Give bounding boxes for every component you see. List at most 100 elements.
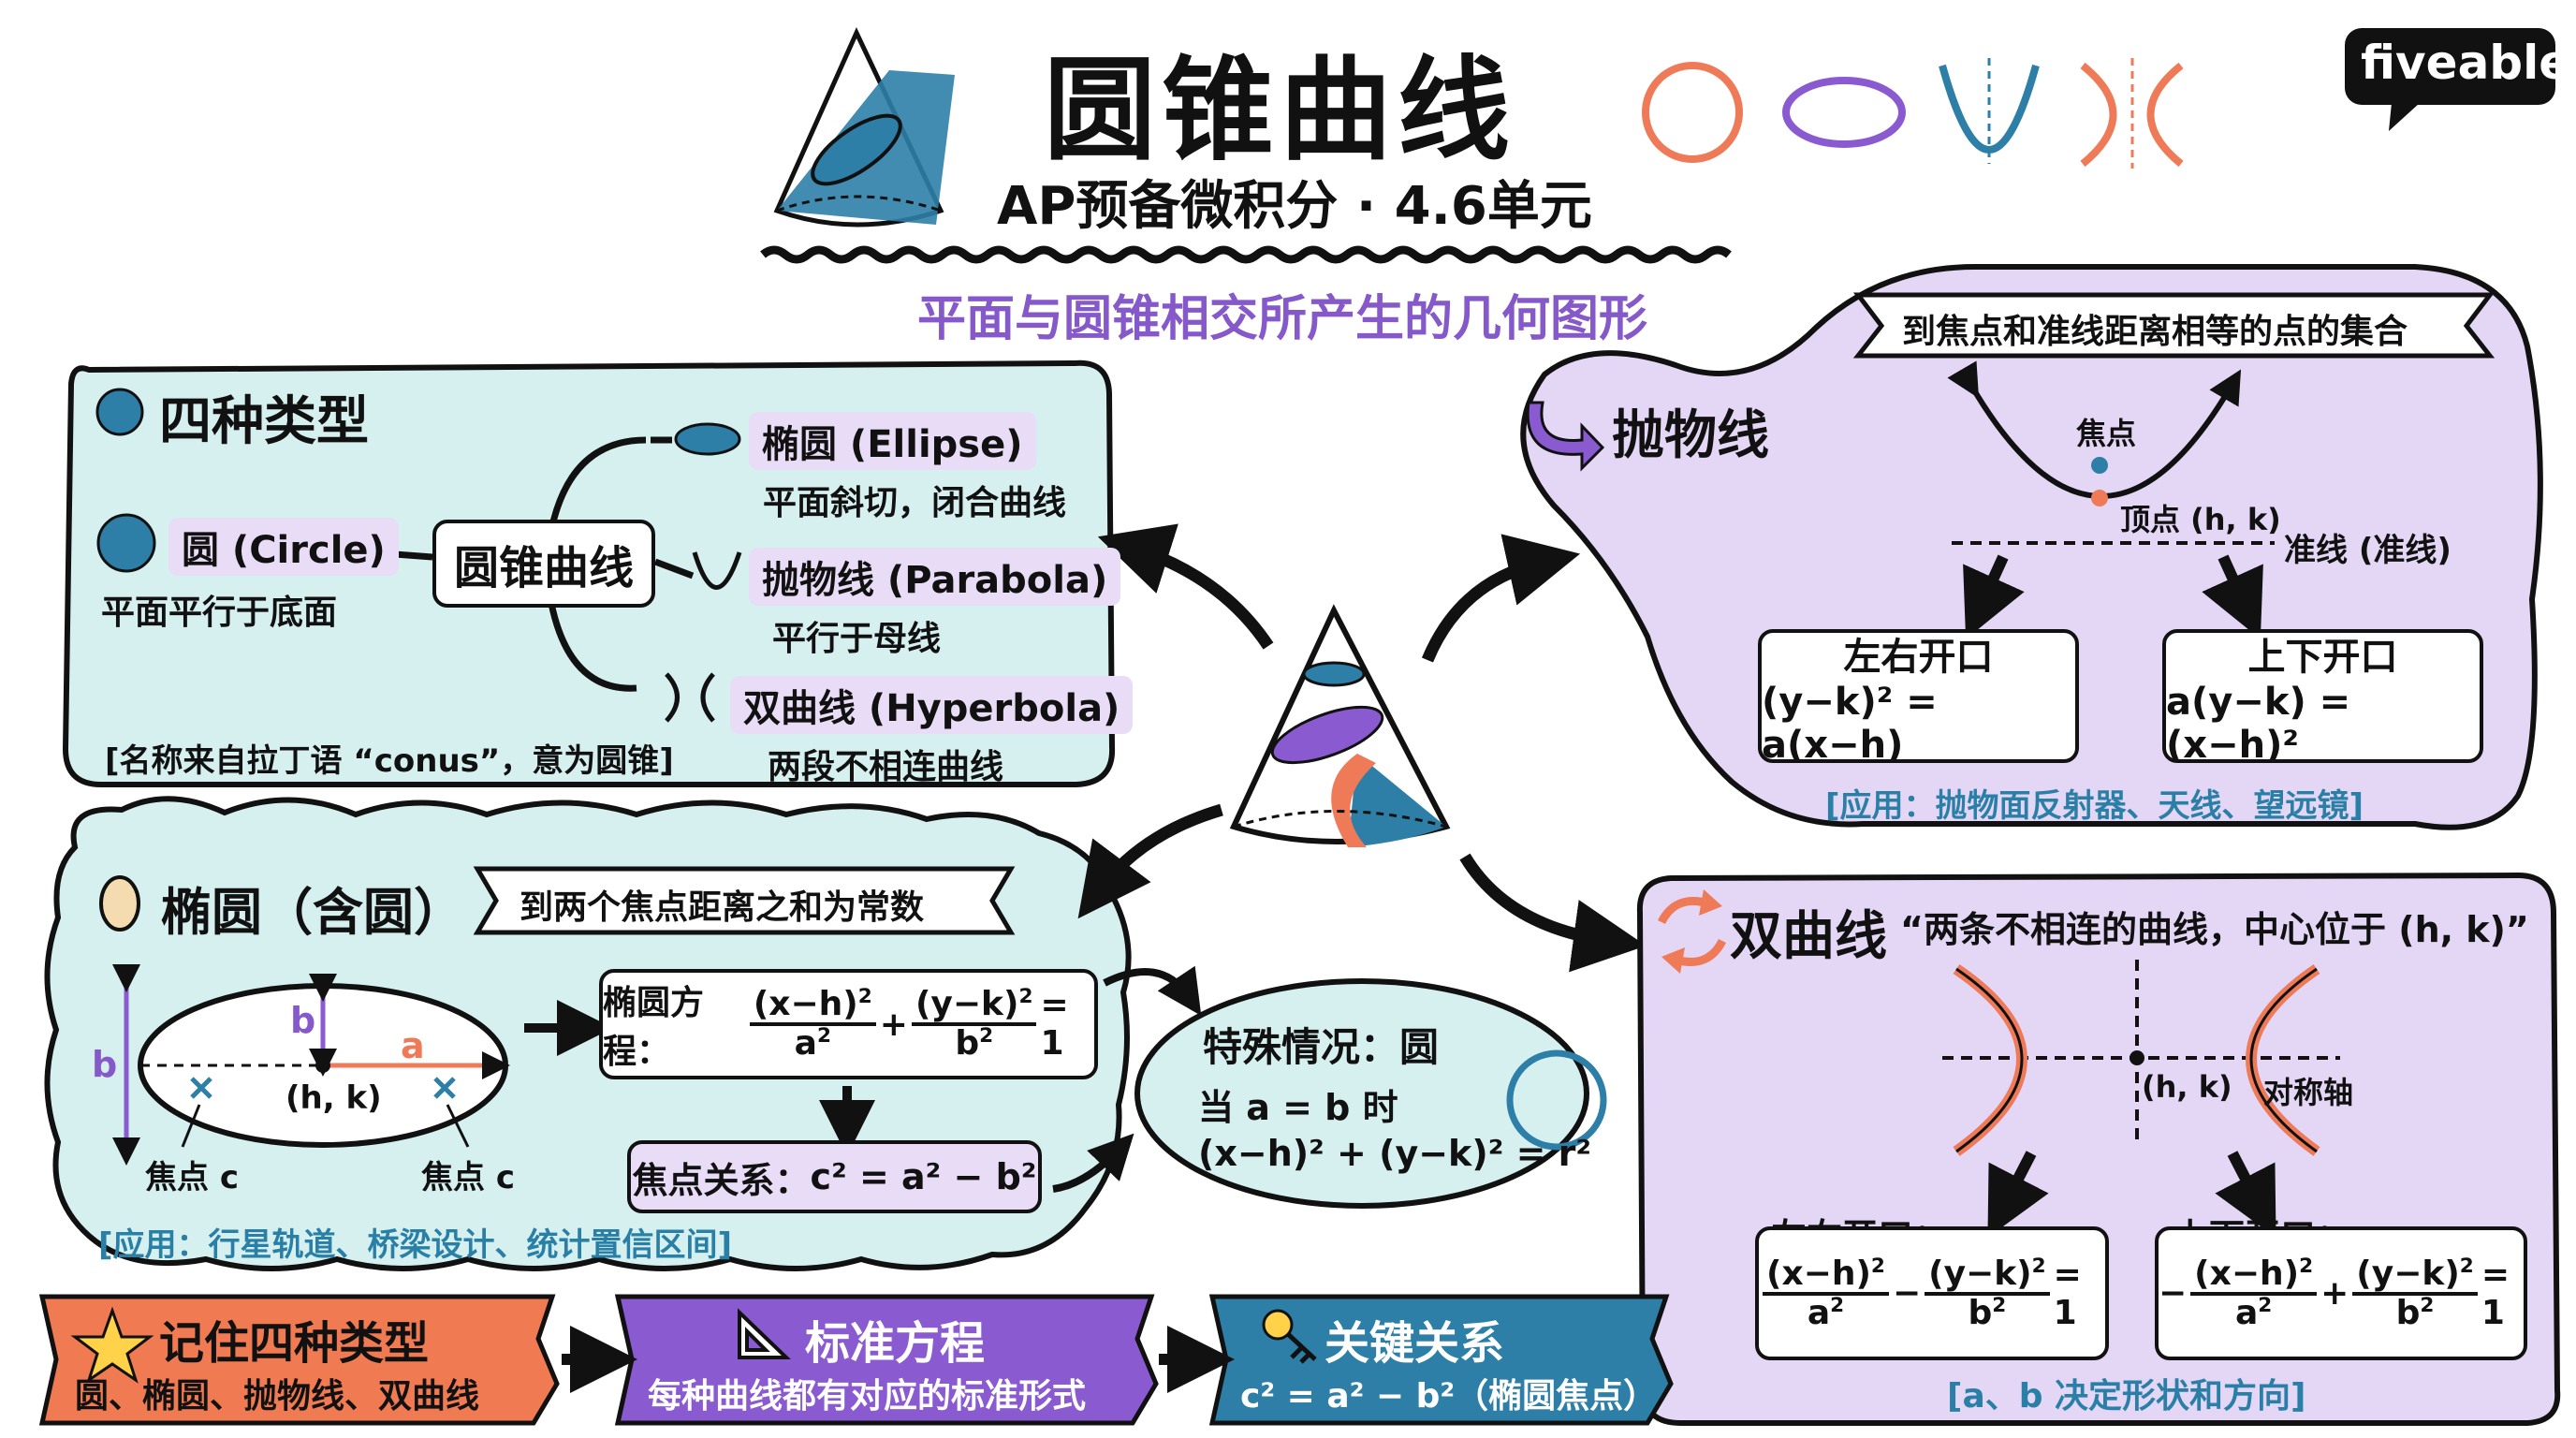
hyp-lr-operator: − <box>1892 1274 1922 1313</box>
parabola-lr-title: 左右开口 <box>1843 635 1994 679</box>
hyp-ud-rhs: = 1 <box>2481 1255 2510 1332</box>
parabola-left-right-box: 左右开口 (y−k)² = a(x−h) <box>1758 629 2079 767</box>
center-cone-illustration <box>1229 604 1451 847</box>
hyperbola-heading: 双曲线 <box>1730 906 1887 967</box>
parabola-up-down-box: 上下开口 a(y−k) = (x−h)² <box>2162 629 2483 767</box>
focus-relation-formula: c² = a² − b² <box>810 1156 1037 1197</box>
parabola-type-desc: 平行于母线 <box>772 620 942 658</box>
vertex-dot <box>2091 490 2108 506</box>
ellipse-equation-label: 椭圆方程： <box>603 984 705 1071</box>
star-icon <box>70 1306 154 1384</box>
ellipse-banner-shape <box>473 866 1016 935</box>
circle-outline-icon <box>1506 1049 1607 1151</box>
hyp-ud-num-y: (y−k) <box>2356 1254 2460 1293</box>
purple-arrow-icon <box>1526 401 1605 472</box>
ellipse-type-label: 椭圆 (Ellipse) <box>749 412 1036 470</box>
hyperbola-mini-icon <box>665 672 715 723</box>
parabola-applications: [应用：抛物面反射器、天线、望远镜] <box>1825 787 2364 825</box>
circle-shape-icon <box>1642 62 1743 163</box>
footer-3-title: 关键关系 <box>1325 1317 1505 1370</box>
parabola-focus-label: 焦点 <box>2076 416 2137 451</box>
hyp-lr-num-y: (y−k) <box>1928 1254 2032 1293</box>
hyp-ud-frac-y: (y−k)2 b2 <box>2352 1254 2478 1332</box>
title-underline <box>760 245 1732 264</box>
ellipse-heading: 椭圆（含圆） <box>161 883 464 942</box>
parabola-banner: 到焦点和准线距离相等的点的集合 <box>1902 313 2408 351</box>
eq-denominator-a: a <box>794 1024 817 1063</box>
parabola-ud-equation: a(y−k) = (x−h)² <box>2166 680 2351 767</box>
eq-denominator-b: b <box>955 1024 980 1063</box>
ellipse-eq-frac-x: (x−h)2 a2 <box>749 985 876 1063</box>
key-icon <box>1262 1309 1317 1364</box>
hyp-ud-lead: − <box>2159 1274 2188 1313</box>
hyperbola-center-label: (h, k) <box>2142 1069 2232 1105</box>
eq-numerator-x: (x−h) <box>753 985 858 1024</box>
hyperbola-note: [a、b 决定形状和方向] <box>1947 1377 2306 1416</box>
title-cone-illustration <box>773 27 955 227</box>
hyp-lr-den-b: b <box>1968 1293 1993 1332</box>
conic-center-label: 圆锥曲线 <box>453 542 634 594</box>
ellipse-label-a: a <box>401 1025 425 1066</box>
parabola-heading: 抛物线 <box>1612 405 1769 466</box>
parabola-ud-title: 上下开口 <box>2247 635 2398 679</box>
ellipse-shape-icon <box>1782 77 1906 148</box>
ellipse-applications: [应用：行星轨道、桥梁设计、统计置信区间] <box>98 1226 733 1264</box>
hyperbola-axis-label: 对称轴 <box>2263 1075 2354 1110</box>
hyp-lr-num-x: (x−h) <box>1766 1254 1871 1293</box>
ellipse-eq-frac-y: (y−k)2 b2 <box>911 985 1037 1063</box>
footer-1-sub: 圆、椭圆、抛物线、双曲线 <box>75 1377 480 1416</box>
special-case-panel <box>1134 978 1589 1209</box>
parabola-vertex-label: 顶点 (h, k) <box>2120 502 2281 537</box>
circle-type-desc: 平面平行于底面 <box>101 594 338 632</box>
hyp-lr-frac-x: (x−h)2 a2 <box>1763 1254 1889 1331</box>
special-case-title: 特殊情况：圆 <box>1203 1024 1440 1070</box>
ellipse-dot-icon <box>674 422 741 456</box>
eq-numerator-y: (y−k) <box>915 985 1019 1024</box>
focus-right-marker <box>433 1077 456 1099</box>
teal-bullet-icon <box>95 388 144 436</box>
hyp-ud-den-b: b <box>2395 1293 2421 1332</box>
footer-2-title: 标准方程 <box>805 1317 986 1370</box>
circle-dot-icon <box>96 513 156 573</box>
ellipse-focus-right-label: 焦点 c <box>421 1159 515 1196</box>
hyp-ud-frac-x: (x−h)2 a2 <box>2190 1254 2318 1332</box>
eq-rhs: = 1 <box>1040 986 1069 1063</box>
egg-icon <box>99 875 140 932</box>
ellipse-type-desc: 平面斜切，闭合曲线 <box>763 484 1067 522</box>
hyperbola-quote: “两条不相连的曲线，中心位于 (h, k)” <box>1900 909 2529 950</box>
footer-3-sub: c² = a² − b²（椭圆焦点） <box>1240 1377 1658 1416</box>
conic-center-node: 圆锥曲线 <box>432 520 655 608</box>
circle-type-label: 圆 (Circle) <box>168 518 399 576</box>
refresh-icon <box>1657 889 1727 974</box>
hyp-ud-den-a: a <box>2234 1293 2259 1332</box>
footer-1-title: 记住四种类型 <box>159 1317 430 1370</box>
four-types-heading: 四种类型 <box>159 391 369 452</box>
ellipse-equation-box: 椭圆方程： (x−h)2 a2 + (y−k)2 b2 = 1 <box>599 969 1098 1079</box>
hyperbola-shape-icon <box>2080 62 2184 168</box>
parabola-mini-icon <box>692 551 742 590</box>
ellipse-label-b-left: b <box>92 1044 118 1085</box>
focus-relation-label: 焦点关系： <box>632 1159 811 1201</box>
hyperbola-lr-box: (x−h)2 a2 − (y−k)2 b2 = 1 <box>1755 1226 2109 1360</box>
page-tagline: 平面与圆锥相交所产生的几何图形 <box>917 291 1648 347</box>
hyp-lr-frac-y: (y−k)2 b2 <box>1925 1254 2050 1332</box>
special-case-line2: (x−h)² + (y−k)² = r² <box>1198 1133 1592 1174</box>
parabola-banner-shape <box>1852 292 2496 359</box>
parabola-lr-equation: (y−k)² = a(x−h) <box>1762 680 1938 767</box>
set-square-icon <box>738 1308 791 1359</box>
focus-left-marker <box>190 1077 212 1099</box>
brand-name: fiveable <box>2361 36 2571 90</box>
hyp-ud-num-x: (x−h) <box>2194 1254 2300 1293</box>
ellipse-focus-left-label: 焦点 c <box>145 1159 239 1196</box>
focus-relation-box: 焦点关系： c² = a² − b² <box>627 1140 1042 1213</box>
footer-banner-1 <box>38 1294 560 1426</box>
footer-2-sub: 每种曲线都有对应的标准形式 <box>648 1377 1087 1416</box>
ellipse-center-label: (h, k) <box>285 1079 382 1117</box>
plus-sign: + <box>879 1005 908 1044</box>
ellipse-label-b-inner: b <box>290 1000 316 1041</box>
page-subtitle: AP预备微积分 · 4.6单元 <box>997 176 1592 237</box>
special-case-line1: 当 a = b 时 <box>1198 1087 1398 1128</box>
parabola-type-label: 抛物线 (Parabola) <box>749 548 1121 606</box>
four-types-note: [名称来自拉丁语 “conus”，意为圆锥] <box>105 742 674 780</box>
hyperbola-type-label: 双曲线 (Hyperbola) <box>730 676 1134 734</box>
